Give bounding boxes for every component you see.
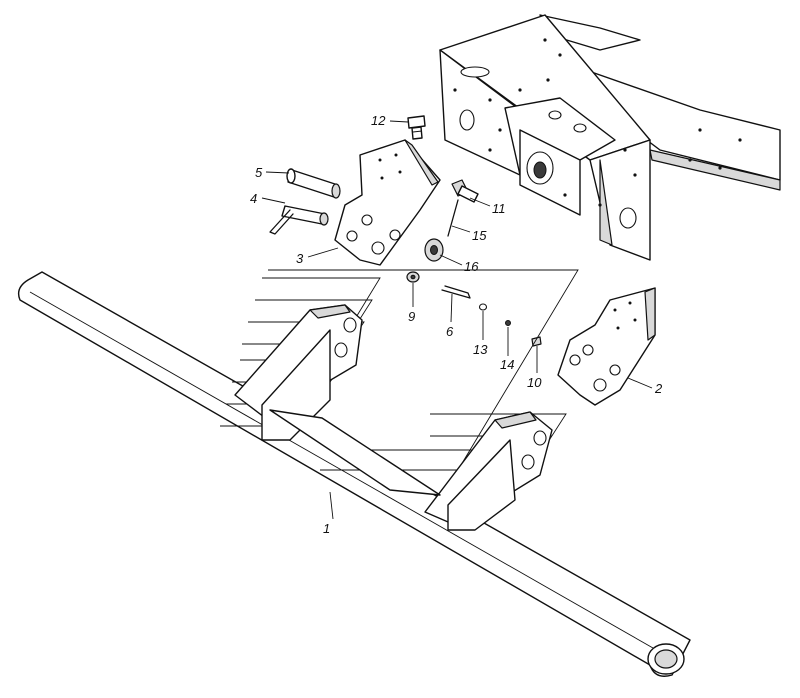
pin-4: [269, 205, 329, 235]
callout-5: 5: [255, 165, 263, 180]
callout-12: 12: [371, 113, 386, 128]
cotter-pin-15: [447, 199, 459, 237]
leader-lines: [261, 120, 653, 520]
callout-1: 1: [323, 521, 330, 536]
clip-6: [441, 285, 471, 299]
pin-5: [286, 168, 341, 199]
grease-nipple-14: [505, 320, 511, 326]
callout-9: 9: [408, 309, 415, 324]
nut-9: [406, 271, 420, 283]
callout-10: 10: [527, 375, 542, 390]
frame-cross-member: [439, 14, 781, 261]
bumper-beam-1: [17, 269, 691, 677]
callout-11: 11: [492, 201, 506, 216]
callout-labels: 1 2 3 4 5 6 9 10 11 12 13 14 15 16: [250, 113, 663, 536]
bracket-3: [334, 139, 441, 266]
bracket-2: [557, 287, 656, 406]
callout-15: 15: [472, 228, 487, 243]
callout-13: 13: [473, 342, 488, 357]
callout-14: 14: [500, 357, 514, 372]
bolt-12: [407, 115, 426, 140]
callout-2: 2: [654, 381, 663, 396]
bolt-11: [451, 179, 479, 203]
callout-4: 4: [250, 191, 257, 206]
washer-13: [478, 303, 488, 311]
callout-3: 3: [296, 251, 304, 266]
callout-16: 16: [464, 259, 479, 274]
castle-nut-16: [424, 238, 444, 262]
callout-6: 6: [446, 324, 454, 339]
